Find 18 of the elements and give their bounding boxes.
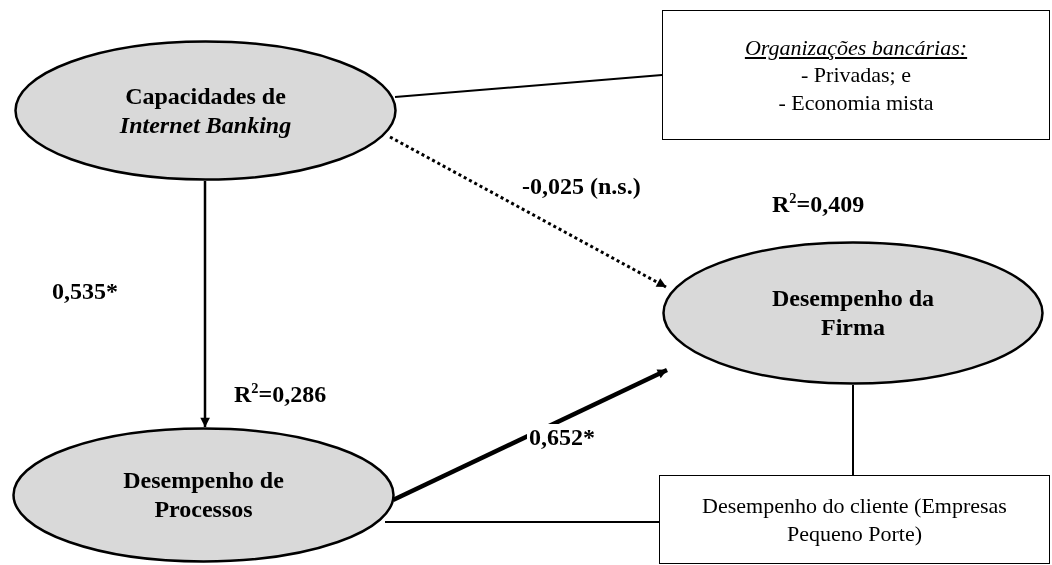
text-box (662, 10, 1050, 140)
connector-line (394, 74, 663, 98)
connector-line (384, 521, 660, 523)
r-squared-label: R$^{2}$=0,286 (232, 380, 329, 408)
box-heading: Organizações bancárias: (744, 33, 968, 62)
arrow (392, 367, 668, 503)
text-box (659, 475, 1050, 564)
arrow (389, 135, 667, 289)
r-squared-label: R$^{2}$=0,409 (770, 190, 867, 218)
connector-line (852, 384, 854, 476)
node-label: - Privadas; e (801, 61, 911, 89)
node-label: Desempenho de Processos (122, 466, 285, 524)
node-label: - Economia mista (778, 88, 934, 117)
node-label: Desempenho da Firma (771, 284, 935, 342)
arrow (200, 181, 210, 428)
edge-label: 0,652* (527, 424, 597, 451)
node-label: Desempenho do cliente (Empresas Pequeno Porte) (701, 492, 1008, 547)
node-label: Capacidades de Internet Banking (118, 81, 293, 140)
